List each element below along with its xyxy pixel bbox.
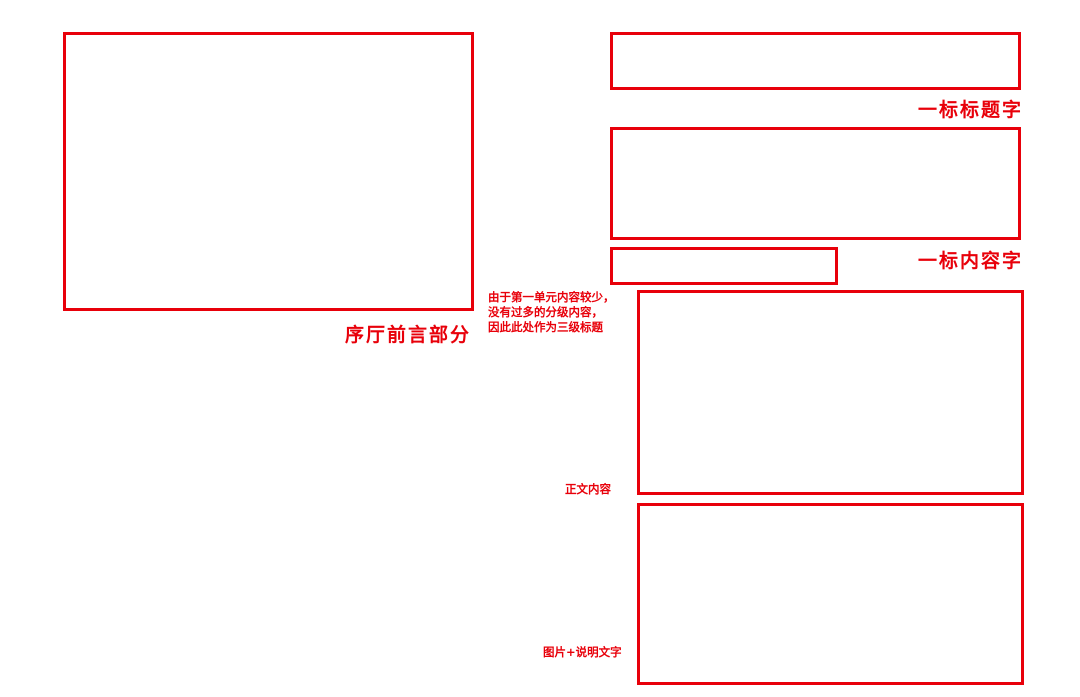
level3-title-panel <box>610 247 838 285</box>
image-caption-panel <box>637 503 1024 685</box>
level1-title-label: 一标标题字 <box>918 99 1024 121</box>
note-line-1: 由于第一单元内容较少， <box>488 290 615 304</box>
preface-panel <box>63 32 474 311</box>
body-content-panel <box>637 290 1024 495</box>
body-content-label: 正文内容 <box>565 482 611 496</box>
note-line-3: 因此此处作为三级标题 <box>488 320 603 334</box>
note-line-2: 没有过多的分级内容， <box>488 305 603 319</box>
level1-content-panel <box>610 127 1021 240</box>
level3-note: 由于第一单元内容较少， 没有过多的分级内容， 因此此处作为三级标题 <box>488 290 615 335</box>
level1-content-label: 一标内容字 <box>918 250 1024 272</box>
preface-label: 序厅前言部分 <box>345 324 472 346</box>
level1-title-panel <box>610 32 1021 90</box>
image-caption-label: 图片+说明文字 <box>543 645 622 659</box>
